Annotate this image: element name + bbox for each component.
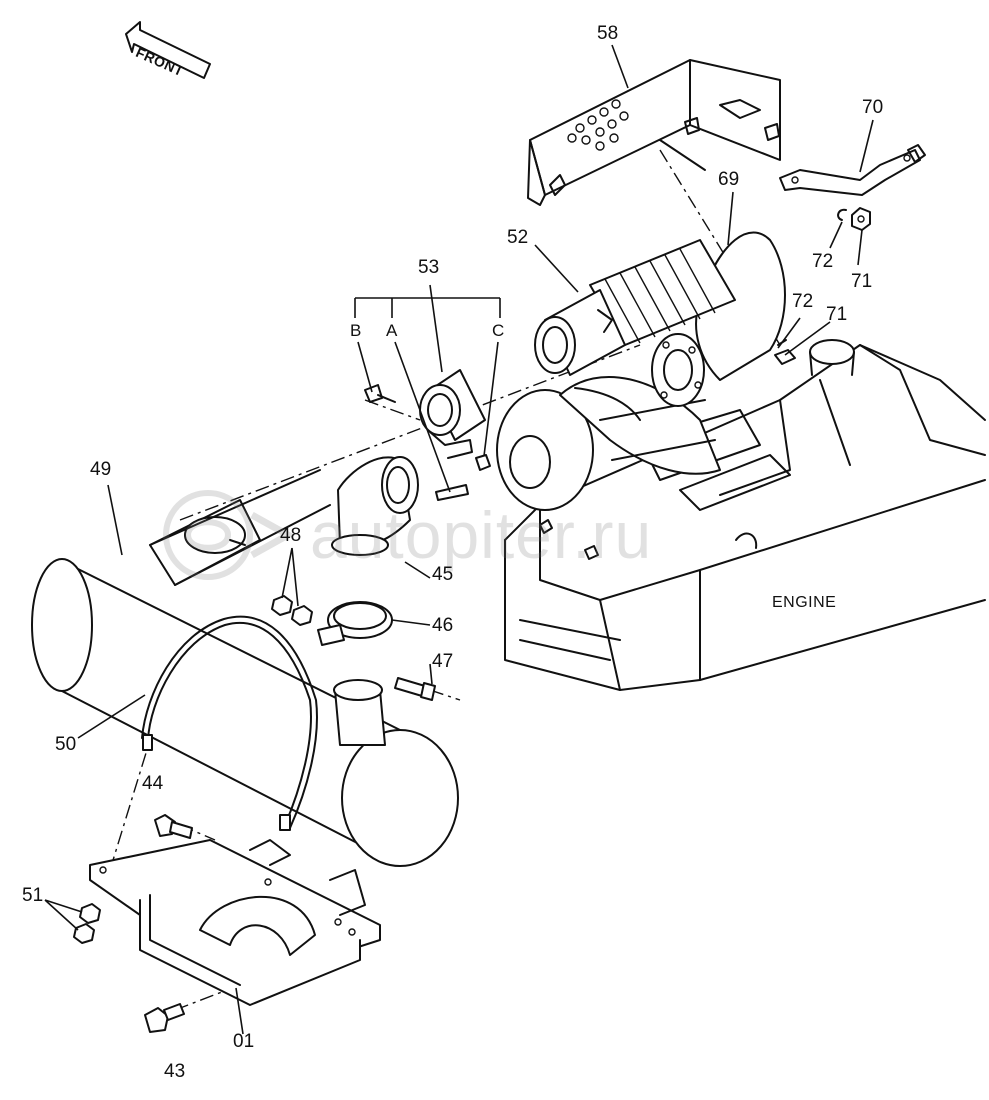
callout-48: 48 [280, 525, 302, 546]
callout-B: B [350, 321, 362, 340]
front-arrow-icon [125, 21, 211, 79]
callout-58: 58 [597, 23, 619, 44]
part-50-strap [141, 615, 318, 831]
part-45-elbow [331, 456, 419, 556]
part-52-flex-pipe [534, 231, 786, 407]
callout-72-upper: 72 [812, 251, 834, 272]
callout-71-upper: 71 [851, 271, 873, 292]
engine-block [504, 339, 986, 691]
callout-52: 52 [507, 227, 529, 248]
callout-72-lower: 72 [792, 291, 814, 312]
engine-label: ENGINE [772, 594, 837, 611]
callout-49: 49 [90, 459, 112, 480]
leader-lines [44, 44, 874, 1035]
callout-45: 45 [432, 564, 454, 585]
callout-70: 70 [862, 97, 884, 118]
callout-01: 01 [233, 1031, 255, 1052]
part-58-heat-cover [527, 59, 781, 206]
part-71-72-fasteners [774, 207, 871, 365]
callout-50: 50 [55, 734, 77, 755]
callout-71-lower: 71 [826, 304, 848, 325]
callout-46: 46 [432, 615, 454, 636]
callout-53: 53 [418, 257, 440, 278]
turbocharger [496, 375, 721, 511]
part-46-band-clamp [317, 601, 393, 646]
callout-47: 47 [432, 651, 454, 672]
part-49-muffler [31, 469, 459, 867]
callout-51: 51 [22, 885, 44, 906]
part-47-48-fasteners [271, 595, 436, 701]
part-70-bracket [779, 144, 926, 196]
callout-C: C [492, 321, 505, 340]
callout-44: 44 [142, 773, 164, 794]
fasteners-43-44-51 [73, 814, 193, 1033]
callout-43: 43 [164, 1061, 186, 1082]
part-53-sleeve [364, 369, 491, 501]
callout-A: A [386, 321, 398, 340]
callout-69: 69 [718, 169, 740, 190]
part-01-cradle [89, 839, 381, 1006]
